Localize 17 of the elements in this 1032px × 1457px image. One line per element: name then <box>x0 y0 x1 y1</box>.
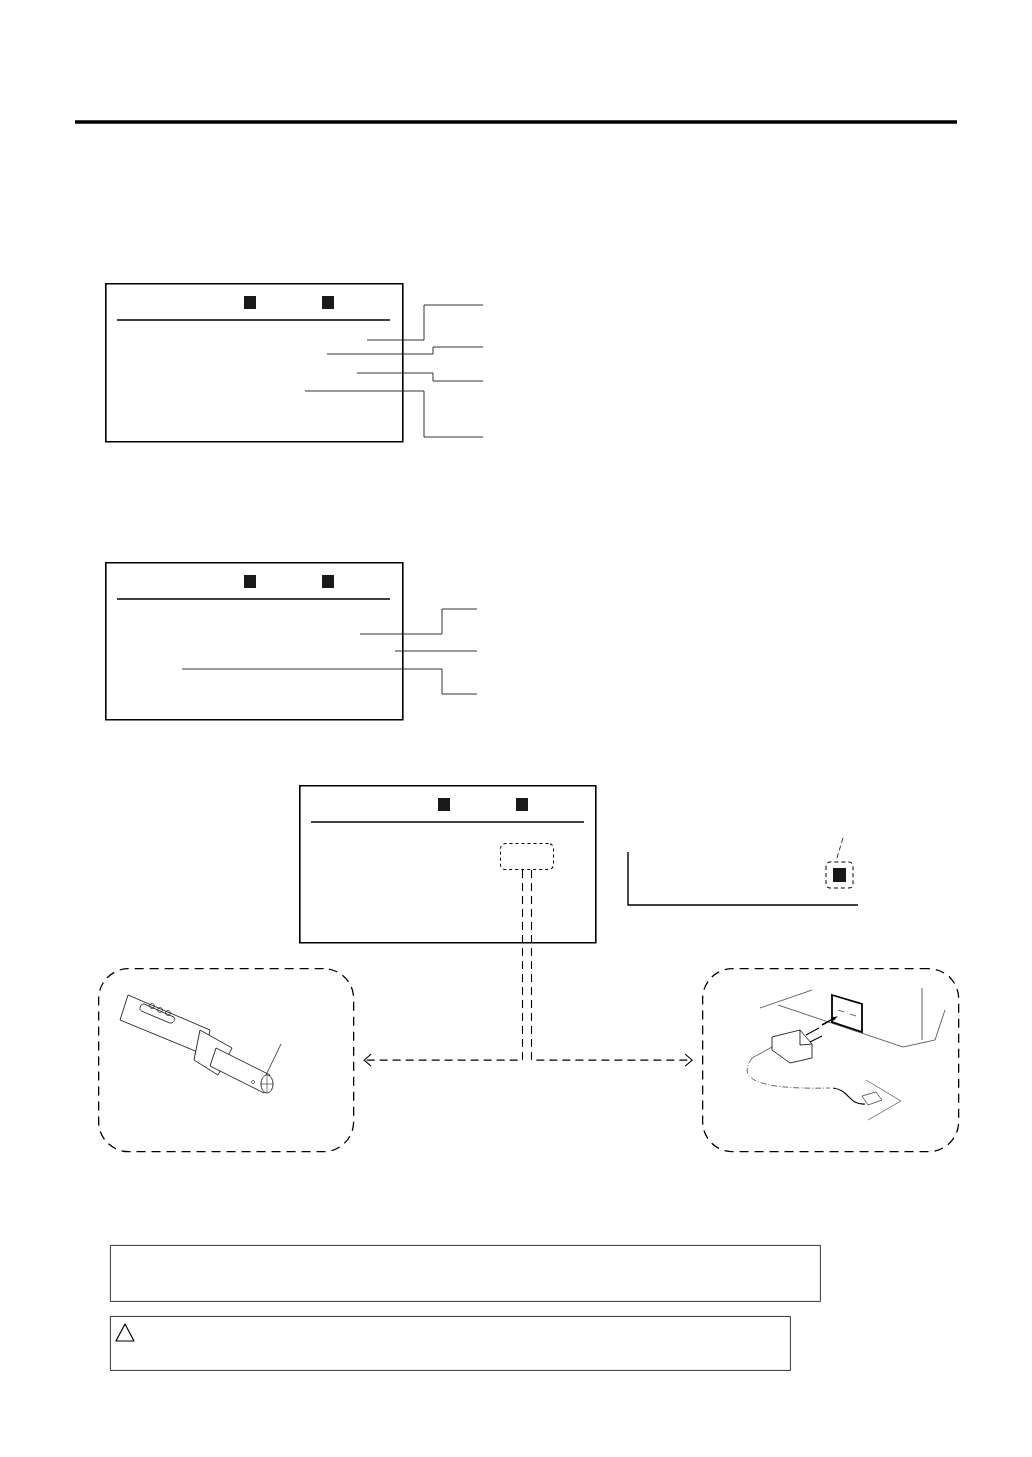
leader-line <box>181 668 478 695</box>
arrow <box>530 869 693 1067</box>
leader-line <box>394 650 478 652</box>
leader-line <box>326 346 484 355</box>
note-box <box>110 1245 821 1302</box>
detail-frame <box>702 968 960 1153</box>
leader-line <box>304 390 484 438</box>
display-screen <box>105 562 404 721</box>
highlight-frame <box>500 843 554 870</box>
display-screen <box>105 283 404 443</box>
leader-line <box>359 608 478 635</box>
arrow <box>363 869 524 1067</box>
detail-frame <box>98 968 355 1153</box>
warning-box <box>110 1316 791 1371</box>
leader-line <box>356 372 484 382</box>
leader-line <box>366 304 484 341</box>
display-screen <box>299 785 597 944</box>
